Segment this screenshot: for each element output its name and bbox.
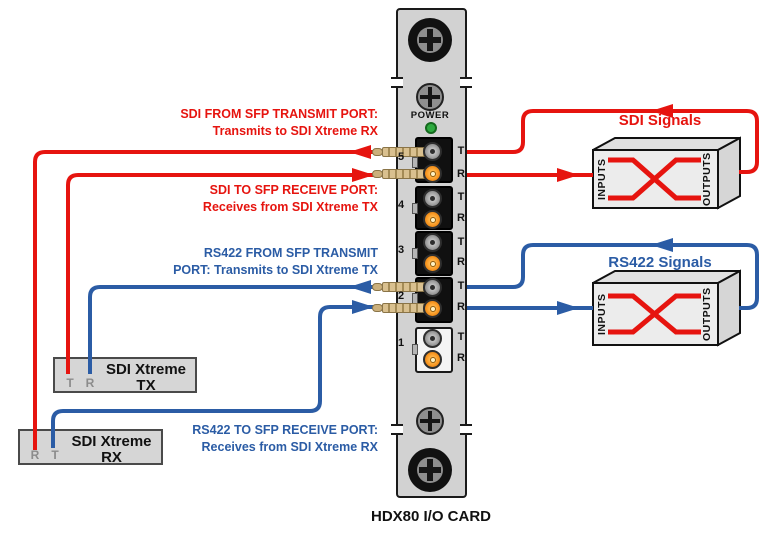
wire-sdi-outputs-to-t5 bbox=[465, 109, 759, 174]
port-number-3: 3 bbox=[397, 244, 405, 256]
port-number-1: 1 bbox=[397, 337, 405, 349]
connector-dot bbox=[430, 261, 436, 267]
annotation-line: Receives from SDI Xtreme TX bbox=[202, 200, 378, 214]
xtreme-tx-model: TX bbox=[136, 377, 156, 394]
xtreme-rx-r-label: R bbox=[30, 448, 40, 462]
thumbscrew-bottom-icon bbox=[408, 448, 452, 492]
connector-dot bbox=[430, 285, 435, 290]
thumbscrew-top-icon bbox=[408, 18, 452, 62]
connector-dot bbox=[430, 217, 436, 223]
annotation-line: Transmits to SDI Xtreme RX bbox=[212, 124, 378, 138]
port2-r-label: R bbox=[457, 301, 465, 313]
screw-bottom-icon bbox=[416, 407, 444, 435]
rs422-signals-title: RS422 Signals bbox=[608, 254, 712, 271]
port-number-5: 5 bbox=[397, 151, 405, 163]
card-notch bbox=[460, 77, 472, 88]
connector-dot bbox=[430, 171, 436, 177]
arrow-rs422-transmit-left bbox=[349, 280, 371, 294]
screw-top-icon bbox=[416, 83, 444, 111]
card-notch bbox=[391, 424, 403, 435]
annotation-line: SDI FROM SFP TRANSMIT PORT: bbox=[180, 107, 378, 121]
connector-dot bbox=[430, 336, 435, 341]
port3-t-label: T bbox=[457, 236, 465, 248]
wire-rs422-xtreme-rx-to-r2 bbox=[51, 305, 374, 448]
port-latch bbox=[412, 203, 418, 214]
port-number-2: 2 bbox=[397, 290, 405, 302]
xtreme-tx-r-label: R bbox=[85, 376, 95, 390]
port1-t-label: T bbox=[457, 331, 465, 343]
sdi-signals-title: SDI Signals bbox=[618, 112, 702, 129]
annotation-sdi-transmit: SDI FROM SFP TRANSMIT PORT: Transmits to… bbox=[180, 106, 378, 140]
arrow-sdi-transmit-left bbox=[349, 145, 371, 159]
port4-r-label: R bbox=[457, 212, 465, 224]
card-notch bbox=[391, 77, 403, 88]
wire-sdi-t5-to-xtreme-rx bbox=[33, 150, 374, 450]
wire-rs422-t2-to-xtreme-tx bbox=[88, 285, 374, 374]
port-latch bbox=[412, 157, 418, 168]
annotation-line: SDI TO SFP RECEIVE PORT: bbox=[209, 183, 378, 197]
connector-dot bbox=[430, 357, 436, 363]
xtreme-rx-box: SDI Xtreme RX R T bbox=[18, 429, 163, 466]
port-latch bbox=[412, 248, 418, 259]
card-notch bbox=[460, 424, 472, 435]
connector-dot bbox=[430, 149, 435, 154]
connector-dot bbox=[430, 306, 436, 312]
annotation-line: Receives from SDI Xtreme RX bbox=[201, 440, 378, 454]
port1-r-label: R bbox=[457, 352, 465, 364]
annotation-line: RS422 FROM SFP TRANSMIT bbox=[203, 246, 378, 260]
fiber-cable-port5-r bbox=[382, 169, 429, 179]
port5-t-label: T bbox=[457, 145, 465, 157]
arrow-sdi-outputs-return bbox=[651, 104, 673, 118]
arrow-sdi-into-inputs bbox=[557, 168, 579, 182]
annotation-rs422-transmit: RS422 FROM SFP TRANSMIT PORT: Transmits … bbox=[173, 245, 378, 279]
port2-t-label: T bbox=[457, 280, 465, 292]
annotation-rs422-receive: RS422 TO SFP RECEIVE PORT: Receives from… bbox=[192, 422, 378, 456]
xtreme-tx-name: SDI Xtreme bbox=[105, 361, 187, 378]
arrow-rs422-into-inputs bbox=[557, 301, 579, 315]
crossover-x-rs422 bbox=[608, 293, 701, 335]
port4-t-label: T bbox=[457, 191, 465, 203]
arrow-rs422-outputs-return bbox=[651, 238, 673, 252]
wire-rs422-outputs-to-t2 bbox=[465, 243, 759, 310]
card-caption: HDX80 I/O CARD bbox=[370, 508, 492, 525]
port3-r-label: R bbox=[457, 256, 465, 268]
xtreme-tx-box: SDI Xtreme TX T R bbox=[53, 357, 197, 394]
xtreme-rx-t-label: T bbox=[51, 448, 59, 462]
xtreme-rx-name: SDI Xtreme bbox=[71, 433, 152, 450]
annotation-line: PORT: Transmits to SDI Xtreme TX bbox=[173, 263, 378, 277]
fiber-cable-port2-r bbox=[382, 303, 429, 313]
xtreme-tx-t-label: T bbox=[66, 376, 74, 390]
arrow-sdi-receive-right bbox=[352, 168, 374, 182]
annotation-sdi-receive: SDI TO SFP RECEIVE PORT: Receives from S… bbox=[203, 182, 378, 216]
connector-dot bbox=[430, 196, 435, 201]
crossover-x-sdi bbox=[608, 157, 701, 201]
port-number-4: 4 bbox=[397, 199, 405, 211]
xtreme-rx-model: RX bbox=[101, 449, 122, 466]
power-label: POWER bbox=[410, 110, 450, 121]
port5-r-label: R bbox=[457, 168, 465, 180]
wire-sdi-xtreme-tx-to-r5 bbox=[66, 173, 374, 374]
arrow-rs422-receive-right bbox=[352, 300, 374, 314]
annotation-line: RS422 TO SFP RECEIVE PORT: bbox=[192, 423, 378, 437]
port-latch bbox=[412, 344, 418, 355]
power-led bbox=[425, 122, 437, 134]
connector-dot bbox=[430, 240, 435, 245]
